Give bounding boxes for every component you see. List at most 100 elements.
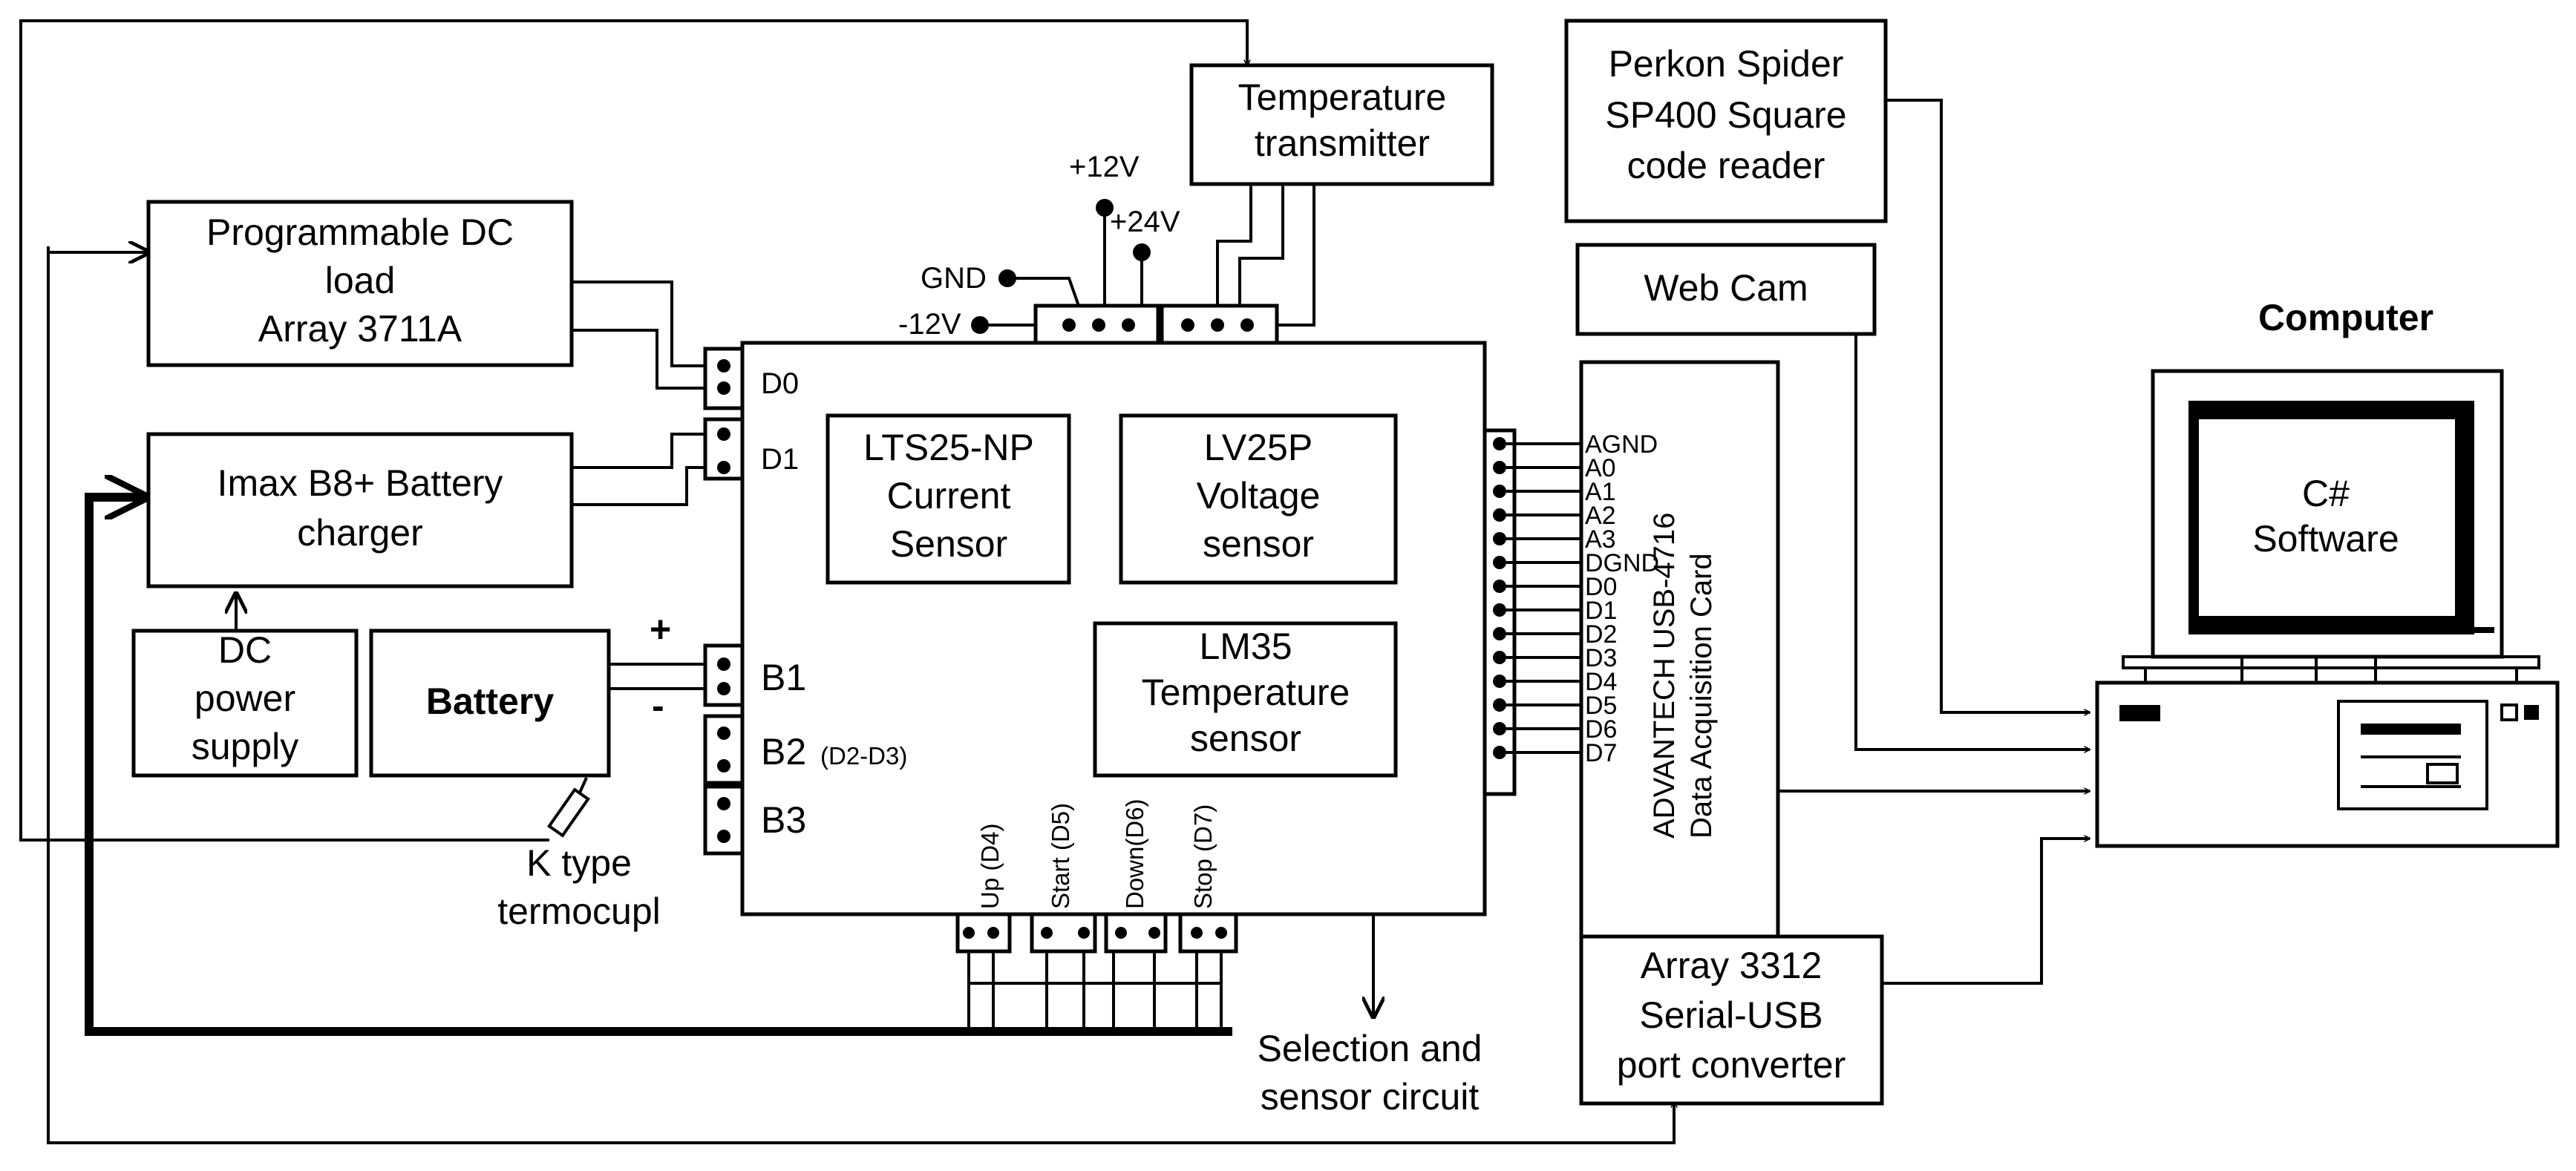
dc-load-line-1: Programmable DC (206, 211, 514, 253)
daq-pin-label: D7 (1585, 739, 1617, 767)
daq-line-2: Data Acquisition Card (1685, 553, 1718, 839)
wire-serial-to-computer (1882, 839, 2090, 985)
port-b2-note: (D2-D3) (820, 742, 907, 770)
daq-pin-dot (1493, 746, 1506, 759)
wire-perkon-to-computer (1886, 99, 2090, 712)
daq-pin-dot (1493, 698, 1506, 712)
computer-icon (2095, 369, 2560, 848)
daq-pin-dot (1493, 627, 1506, 640)
port-b3-label: B3 (761, 799, 806, 841)
gnd-terminal (998, 269, 1016, 287)
port-b2-connector (703, 714, 745, 785)
lts25-line-1: LTS25-NP (863, 427, 1034, 468)
lts25-sensor-box (826, 413, 1071, 585)
daq-pin-dot (1493, 437, 1506, 450)
port-d1-label: D1 (761, 443, 799, 476)
lv25-sensor-box (1119, 413, 1398, 585)
lts25-line-2: Current (887, 475, 1011, 516)
daq-pin-dot (1493, 651, 1506, 664)
daq-pin-label: DGND (1585, 549, 1659, 577)
port-d0-connector (703, 347, 745, 410)
button-label: Up (D4) (976, 823, 1004, 909)
button-labels: Up (D4)Start (D5)Down(D6)Stop (D7) (976, 798, 1217, 909)
daq-pin-label: A3 (1585, 525, 1616, 554)
dc-load-line-3: Array 3711A (258, 308, 462, 350)
software-line-2: Software (2252, 518, 2399, 560)
dc-load-line-2: load (325, 260, 396, 301)
daq-pin-dot (1493, 603, 1506, 617)
perkon-reader-box (1564, 19, 1888, 223)
p12-terminal (1096, 199, 1114, 217)
wire-transmitter-3 (1262, 184, 1315, 327)
wire-transmitter-1 (1216, 184, 1252, 321)
lts25-line-3: Sensor (890, 523, 1007, 565)
button-connectors (955, 912, 1238, 954)
battery-plus-label: + (650, 609, 671, 650)
charger-line-2: charger (297, 512, 423, 554)
lv25-line-1: LV25P (1204, 427, 1312, 468)
daq-pin-dot (1493, 532, 1506, 545)
thermocouple-probe-icon (546, 787, 591, 838)
lm35-line-2: Temperature (1142, 672, 1350, 713)
wire-charger-to-d1 (572, 433, 724, 469)
lv25-line-3: sensor (1203, 523, 1314, 565)
perkon-line-2: SP400 Square (1605, 94, 1846, 136)
daq-pin-dot (1493, 722, 1506, 735)
daq-pin-label: A2 (1585, 502, 1616, 530)
daq-pin-label: D4 (1585, 668, 1617, 696)
m12-terminal (971, 316, 989, 334)
daq-pin-label: AGND (1585, 430, 1658, 459)
selection-line-1: Selection and (1257, 1028, 1482, 1069)
webcam-box (1575, 243, 1877, 336)
serial-line-2: Serial-USB (1639, 994, 1823, 1036)
battery-label: Battery (426, 680, 554, 722)
button-label: Down(D6) (1121, 798, 1148, 909)
m12-label: -12V (898, 308, 961, 341)
charger-box (146, 432, 574, 588)
daq-pin-label: D0 (1585, 573, 1617, 601)
p12-label: +12V (1069, 151, 1140, 183)
charger-line-1: Imax B8+ Battery (218, 462, 503, 504)
wire-charger-loop (85, 497, 1232, 1036)
perkon-line-1: Perkon Spider (1609, 43, 1844, 85)
port-d1-connector (703, 417, 745, 481)
gnd-label: GND (921, 262, 987, 295)
dc-load-box (146, 200, 574, 367)
computer-title: Computer (2258, 297, 2433, 338)
serial-line-3: port converter (1617, 1044, 1846, 1086)
transmitter-line-2: transmitter (1255, 122, 1430, 164)
port-d0-label: D0 (761, 367, 799, 400)
wire-button-bus (967, 946, 1223, 1031)
daq-pin-label: D1 (1585, 597, 1617, 625)
serial-line-1: Array 3312 (1641, 945, 1823, 986)
supply-connector (1033, 304, 1160, 345)
port-b1-connector (703, 643, 745, 707)
lm35-sensor-box (1093, 621, 1398, 778)
p24-label: +24V (1110, 206, 1180, 238)
p24-terminal (1133, 243, 1151, 261)
daq-pin-dot (1493, 556, 1506, 569)
daq-pin-label: D6 (1585, 715, 1617, 744)
battery-box (369, 629, 611, 778)
daq-pin-label: D5 (1585, 692, 1617, 720)
dc-supply-line-1: DC (218, 629, 272, 671)
port-b3-connector (703, 784, 745, 856)
daq-pin-dot (1493, 485, 1506, 498)
lm35-line-1: LM35 (1199, 626, 1292, 667)
wire-dc-load-to-d0 (572, 281, 724, 367)
daq-pin-label: A1 (1585, 478, 1616, 506)
daq-pin-label: A0 (1585, 454, 1616, 482)
lm35-line-3: sensor (1190, 718, 1301, 759)
daq-pin-dot (1493, 580, 1506, 593)
daq-pin-header (1482, 428, 1581, 796)
webcam-label: Web Cam (1644, 267, 1808, 309)
daq-pin-label: D2 (1585, 620, 1617, 649)
transmitter-line-1: Temperature (1238, 76, 1447, 118)
serial-converter-box (1579, 934, 1884, 1106)
wire-charger-to-d1-b (572, 466, 724, 506)
port-b1-label: B1 (761, 657, 806, 698)
daq-pin-dot (1493, 675, 1506, 688)
thermocouple-line-2: termocupl (497, 890, 661, 932)
